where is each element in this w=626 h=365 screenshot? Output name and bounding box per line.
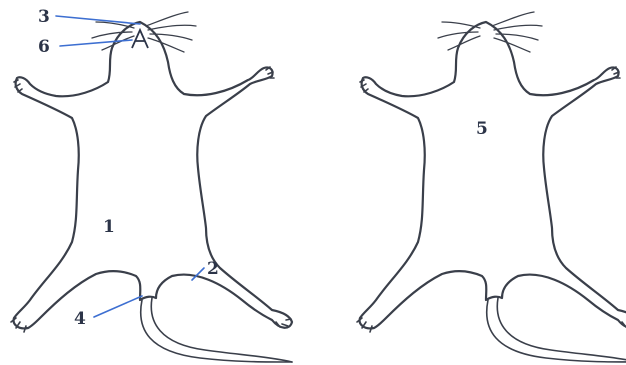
right-rat-body: [360, 22, 626, 328]
label-3: 3: [38, 7, 50, 27]
label-6: 6: [38, 37, 50, 57]
leader-4: [94, 296, 142, 317]
label-2: 2: [207, 259, 219, 279]
right-rat: 5: [357, 12, 626, 362]
label-5: 5: [476, 119, 488, 139]
label-4: 4: [74, 309, 86, 329]
leader-3: [56, 16, 140, 24]
left-rat-body: [14, 22, 292, 328]
label-1: 1: [103, 217, 115, 237]
left-rat: 3 6 1 2 4: [11, 7, 292, 362]
